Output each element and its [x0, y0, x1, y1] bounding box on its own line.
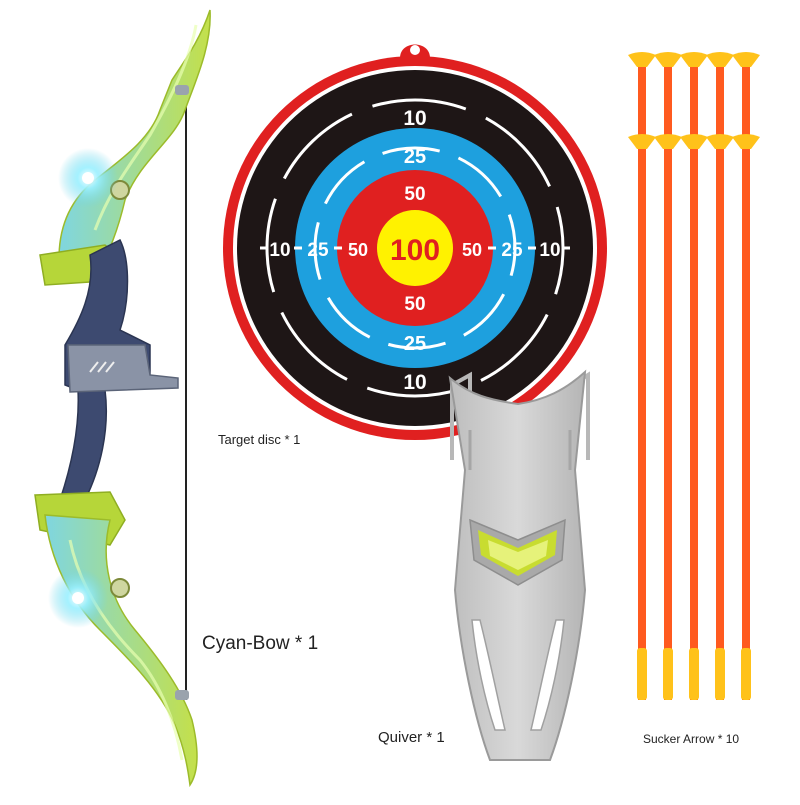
target-label-50-right: 50 [462, 240, 482, 260]
sucker-arrow [706, 134, 734, 700]
target-label-10-top: 10 [403, 107, 426, 130]
target-label-50-left: 50 [348, 240, 368, 260]
upper-string-nock [175, 85, 189, 95]
target-label-10-bottom: 10 [403, 371, 426, 394]
target-label-25-top: 25 [404, 146, 426, 168]
target-label-10-right: 10 [539, 240, 560, 261]
target-label-50-bottom: 50 [404, 294, 425, 315]
target-label-25-right: 25 [501, 240, 523, 261]
bow-lower-limb [44, 514, 198, 788]
target-label-25-bottom: 25 [404, 333, 426, 355]
target-bullseye [377, 210, 453, 286]
target-label-25-left: 25 [307, 240, 329, 261]
sucker-arrow [680, 134, 708, 700]
target-label-10-left: 10 [269, 240, 290, 261]
bow-caption: Cyan-Bow * 1 [202, 633, 319, 654]
quiver [448, 369, 590, 761]
sucker-arrows [628, 52, 760, 700]
target-label-50-top: 50 [404, 184, 425, 205]
bow-upper-limb [58, 9, 211, 281]
sucker-arrow [628, 134, 656, 700]
arrow-caption: Sucker Arrow * 10 [643, 732, 740, 746]
bow [34, 9, 211, 788]
quiver-caption: Quiver * 1 [378, 729, 445, 746]
bow-arrow-rest [67, 344, 179, 393]
target-caption: Target disc * 1 [218, 432, 301, 447]
target-disc: 10 10 10 10 25 25 25 25 50 50 50 50 100 [223, 44, 607, 440]
lower-screw [110, 578, 130, 598]
lower-string-nock [175, 690, 189, 700]
sucker-arrow [654, 134, 682, 700]
sucker-arrow [732, 134, 760, 700]
target-label-100: 100 [390, 234, 440, 267]
